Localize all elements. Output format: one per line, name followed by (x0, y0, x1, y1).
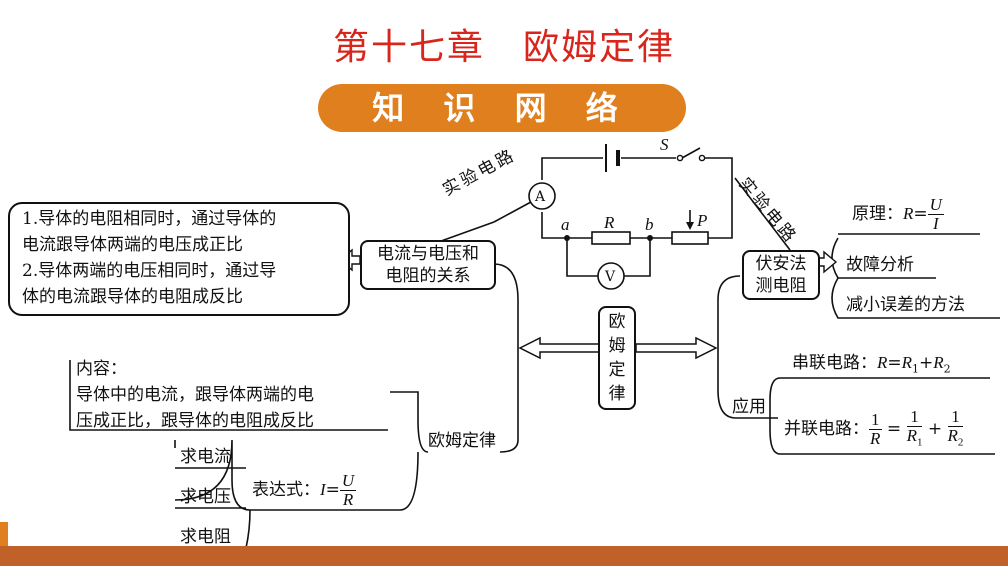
resistor-label: R (604, 213, 615, 232)
bottom-bar (0, 546, 1008, 566)
relation-detail-line: 体的电流跟导体的电阻成反比 (22, 287, 243, 307)
relation-detail-line: 1.导体的电阻相同时，通过导体的 (22, 209, 277, 229)
series-circuit: 串联电路：R=R1+R2 (792, 353, 951, 376)
center-char: 欧 (608, 312, 626, 332)
method-box-line: 测电阻 (755, 276, 807, 296)
series-r2: R (933, 353, 944, 372)
switch-label: S (660, 135, 669, 154)
expression-lhs: I (320, 480, 326, 499)
page-title: 第十七章 欧姆定律 (332, 27, 675, 68)
relation-box: 电流与电压和 电阻的关系 (360, 240, 496, 290)
switch-lever (681, 147, 701, 159)
rheostat-symbol (671, 231, 709, 245)
series-r: R (877, 353, 888, 372)
solve-voltage: 求电压 (180, 487, 231, 507)
parallel-label: 并联电路： (784, 419, 869, 440)
fault-analysis: 故障分析 (846, 255, 914, 275)
center-char: 律 (608, 384, 626, 404)
solve-current: 求电流 (180, 447, 231, 467)
relation-box-line: 电阻的关系 (385, 266, 471, 286)
method-box-line: 伏安法 (755, 254, 807, 274)
principle-lhs: R (903, 204, 914, 223)
law-content: 内容： 导体中的电流，跟导体两端的电 压成正比，跟导体的电阻成反比 (76, 356, 314, 434)
point-a-label: a (561, 215, 570, 234)
content-line: 导体中的电流，跟导体两端的电 (76, 385, 314, 405)
content-line: 压成正比，跟导体的电阻成反比 (76, 411, 314, 431)
solve-resistance: 求电阻 (180, 527, 231, 547)
voltmeter-symbol (597, 262, 625, 290)
relation-box-line: 电流与电压和 (377, 244, 479, 264)
series-sub1: 1 (912, 362, 920, 376)
center-char: 定 (608, 360, 626, 380)
voltmeter-label: V (605, 269, 616, 285)
reduce-error-methods: 减小误差的方法 (846, 295, 965, 315)
expression-label: 表达式： (252, 480, 320, 500)
series-label: 串联电路： (792, 353, 877, 373)
center-char: 姆 (608, 336, 626, 356)
circuit-wire-top (541, 157, 603, 180)
ammeter-symbol (528, 182, 556, 210)
voltammetry-box: 伏安法 测电阻 (742, 250, 820, 300)
ohms-law-center-box: 欧 姆 定 律 (598, 306, 636, 410)
point-b-label: b (645, 215, 654, 234)
content-line: 内容： (76, 359, 127, 379)
section-banner: 知 识 网 络 (318, 84, 686, 132)
relation-detail-line: 电流跟导体两端的电压成正比 (22, 235, 243, 255)
ohms-law-label: 欧姆定律 (428, 431, 496, 451)
series-r1: R (901, 353, 913, 372)
principle-label: 原理： (852, 204, 903, 224)
relation-detail-box: 1.导体的电阻相同时，通过导体的 电流跟导体两端的电压成正比 2.导体两端的电压… (8, 202, 350, 316)
ammeter-label: A (535, 189, 546, 205)
relation-detail-line: 2.导体两端的电压相同时，通过导 (22, 261, 277, 281)
application-label: 应用 (732, 397, 766, 417)
series-sub2: 2 (943, 362, 951, 376)
double-arrow (518, 336, 601, 360)
slider-label: P (697, 211, 708, 230)
resistor-symbol (591, 231, 631, 245)
